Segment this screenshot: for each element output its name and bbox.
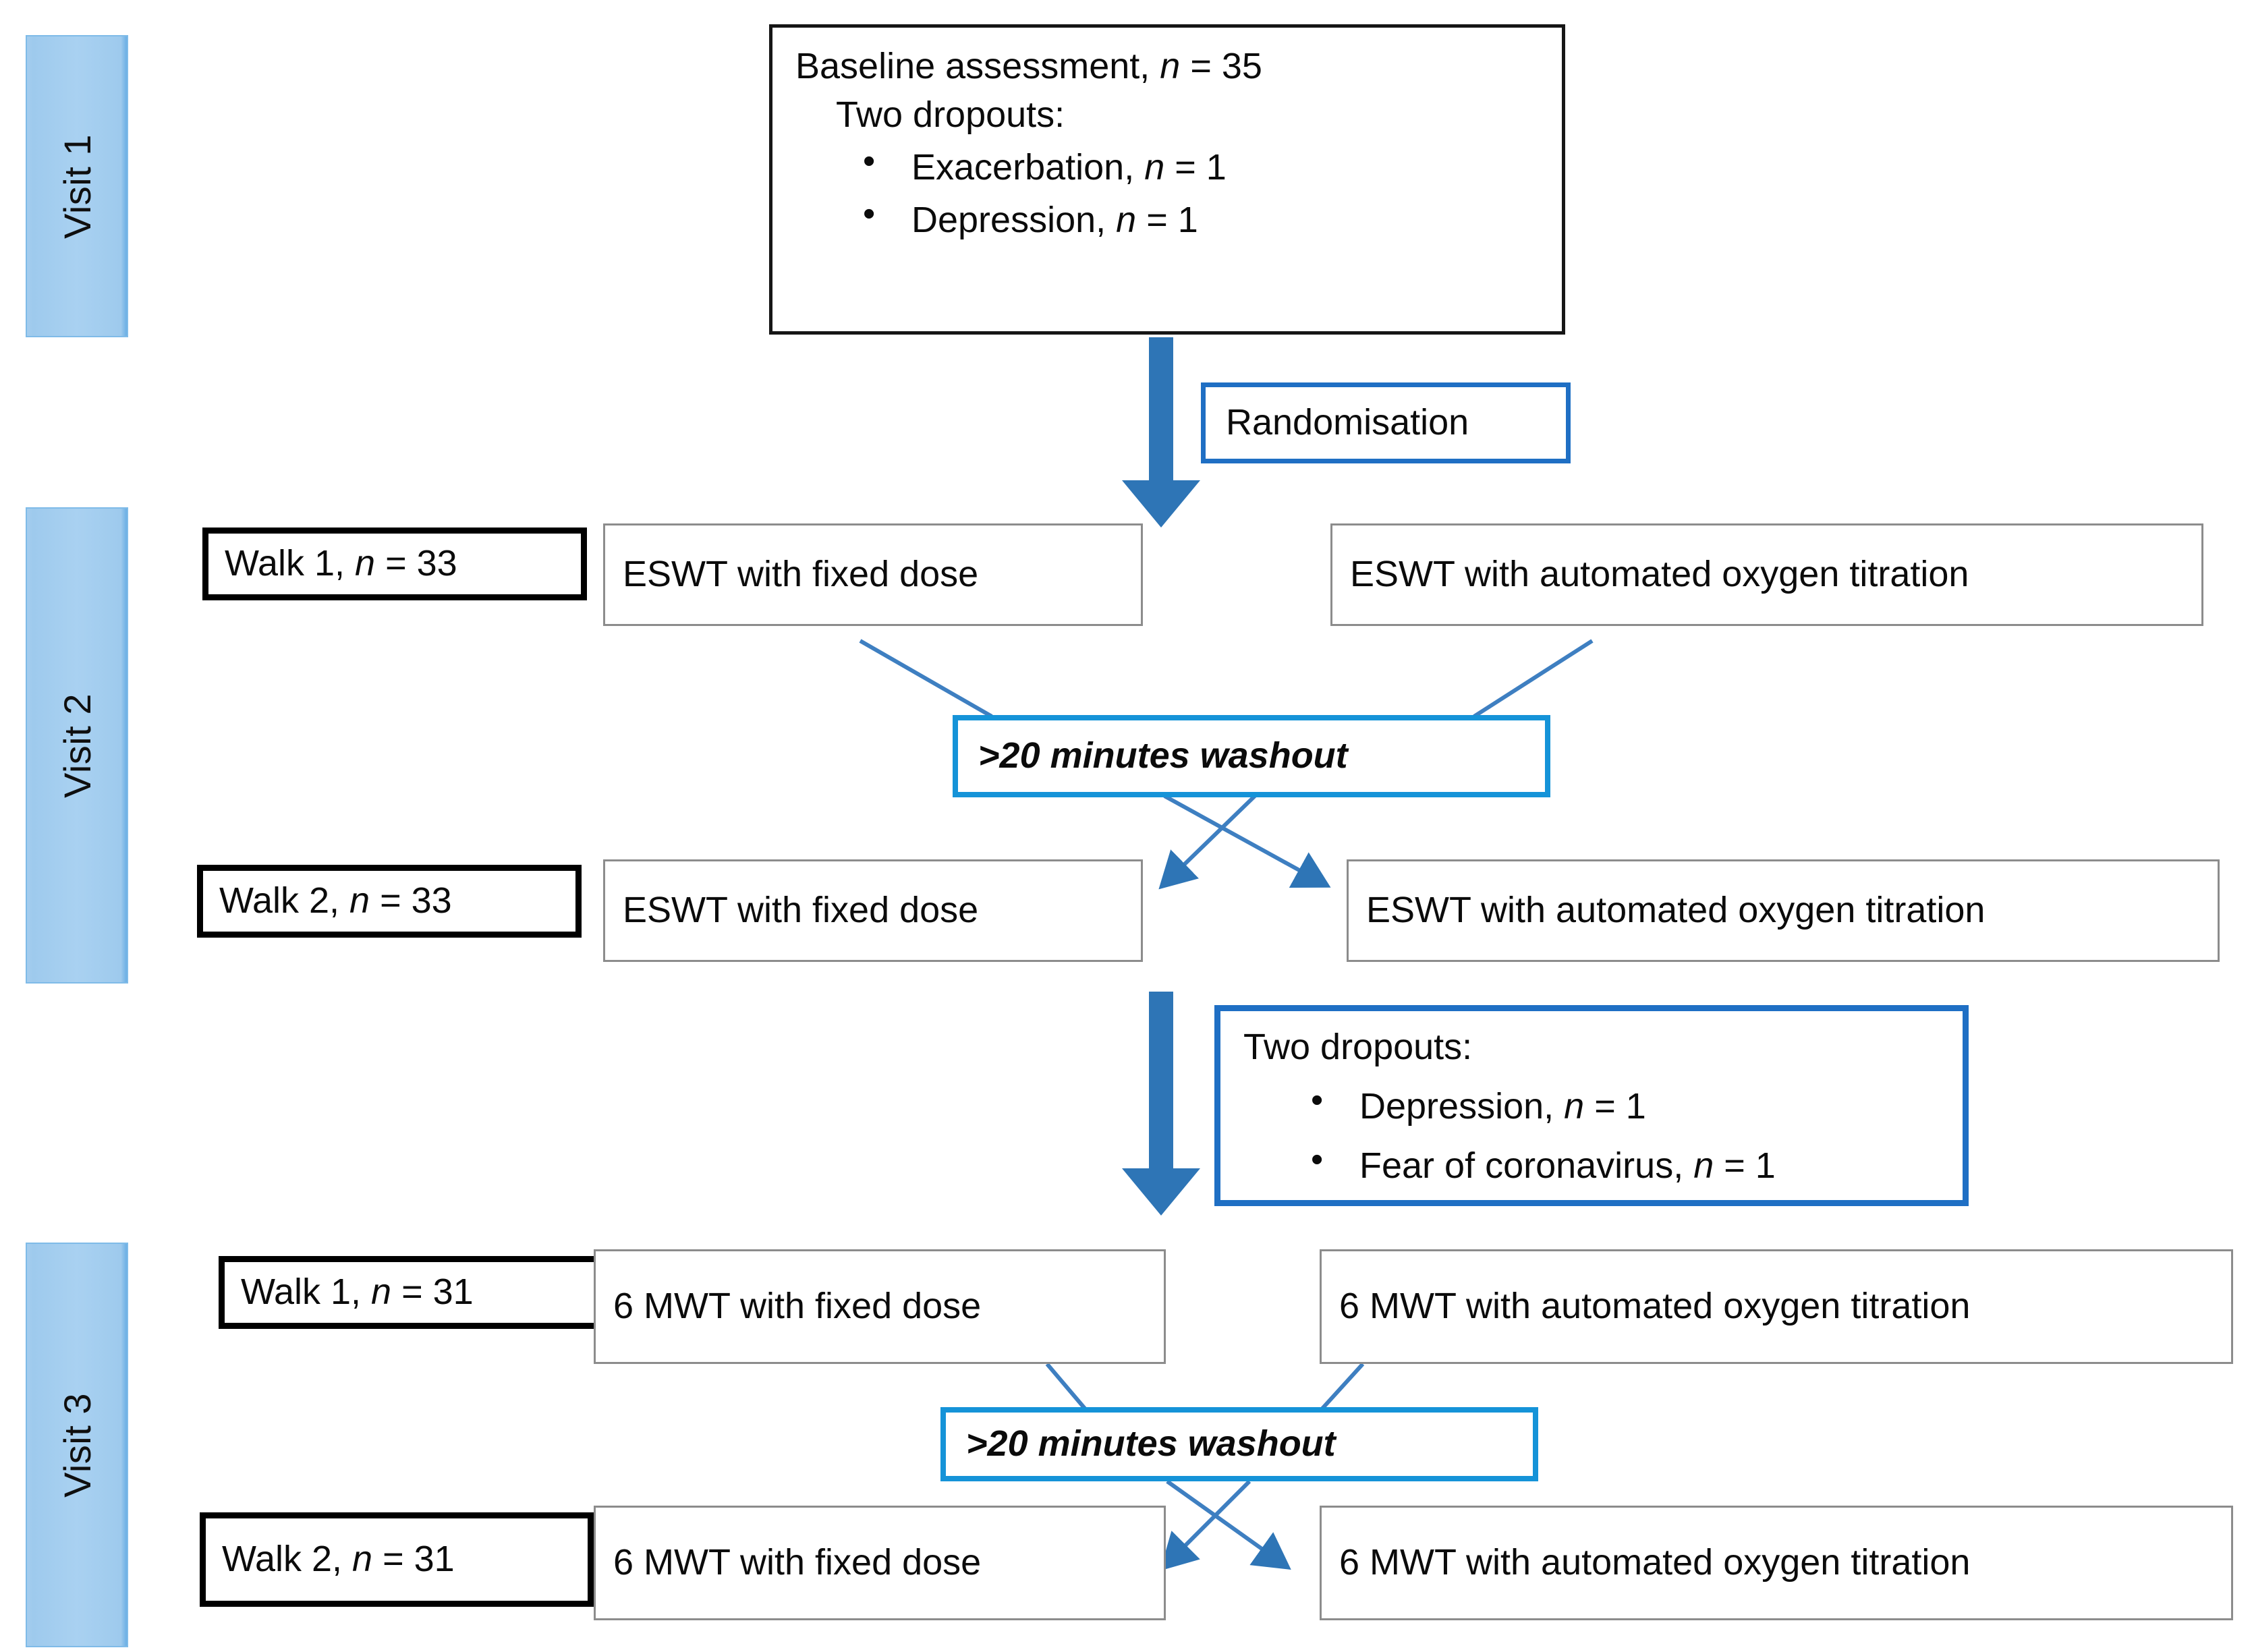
visit2-row1-left-label: ESWT with fixed dose — [623, 554, 979, 595]
sidebar-item-label: Visit 3 — [55, 1392, 98, 1498]
list-item: Exacerbation, n = 1 — [863, 144, 1539, 188]
baseline-heading: Baseline assessment, n = 35 — [795, 46, 1262, 86]
italic-n: n — [1160, 46, 1181, 86]
visit2-walk1-label: Walk 1, n = 33 — [225, 543, 457, 584]
visit3-row2-left-box: 6 MWT with fixed dose — [594, 1506, 1166, 1620]
visit2-row2-right-box: ESWT with automated oxygen titration — [1347, 859, 2220, 962]
visit3-row1-right-label: 6 MWT with automated oxygen titration — [1339, 1286, 1971, 1327]
visit2-washout-box: >20 minutes washout — [953, 715, 1550, 797]
sidebar-item-label: Visit 2 — [55, 693, 98, 798]
randomisation-label: Randomisation — [1226, 402, 1469, 443]
visit2-row2-left-box: ESWT with fixed dose — [603, 859, 1143, 962]
list-item: Depression, n = 1 — [863, 196, 1539, 241]
visit2-walk1-box: Walk 1, n = 33 — [202, 528, 587, 600]
visit2-row1-right-label: ESWT with automated oxygen titration — [1350, 554, 1969, 595]
arrow-visit2-to-visit3 — [1122, 992, 1200, 1216]
baseline-subheading: Two dropouts: — [836, 94, 1065, 135]
italic-n: n — [371, 1272, 392, 1313]
italic-n: n — [352, 1539, 373, 1580]
italic-n: n — [349, 880, 370, 921]
visit2-row2-left-label: ESWT with fixed dose — [623, 890, 979, 931]
baseline-assessment-box: Baseline assessment, n = 35 Two dropouts… — [769, 24, 1565, 335]
visit3-row2-left-label: 6 MWT with fixed dose — [613, 1542, 982, 1583]
visit2-walk2-box: Walk 2, n = 33 — [197, 865, 582, 938]
italic-n: n — [1144, 147, 1165, 188]
arrow-baseline-to-visit2 — [1122, 337, 1200, 528]
dropouts2-heading: Two dropouts: — [1243, 1027, 1473, 1067]
randomisation-box: Randomisation — [1201, 382, 1571, 463]
visit2-row1-left-box: ESWT with fixed dose — [603, 523, 1143, 626]
dropouts2-list: Depression, n = 1 Fear of coronavirus, n… — [1243, 1083, 1940, 1187]
italic-n: n — [1693, 1145, 1714, 1186]
visit2-dropouts-box: Two dropouts: Depression, n = 1 Fear of … — [1214, 1005, 1969, 1206]
visit3-walk1-box: Walk 1, n = 31 — [219, 1256, 603, 1329]
visit2-row1-right-box: ESWT with automated oxygen titration — [1330, 523, 2203, 626]
visit3-row1-right-box: 6 MWT with automated oxygen titration — [1320, 1249, 2233, 1364]
sidebar-item-label: Visit 1 — [55, 134, 98, 239]
visit2-washout-label: >20 minutes washout — [978, 735, 1348, 776]
visit3-row2-right-box: 6 MWT with automated oxygen titration — [1320, 1506, 2233, 1620]
edges-washout-to-visit3-row2 — [1160, 1479, 1291, 1571]
visit2-row2-right-label: ESWT with automated oxygen titration — [1366, 890, 1986, 931]
edges-visit3-into-washout — [1045, 1362, 1365, 1411]
sidebar-item-visit-1[interactable]: Visit 1 — [26, 35, 128, 337]
visit3-row1-left-box: 6 MWT with fixed dose — [594, 1249, 1166, 1364]
visit3-walk2-label: Walk 2, n = 31 — [222, 1539, 455, 1580]
visit3-walk2-box: Walk 2, n = 31 — [200, 1512, 594, 1607]
visit3-row2-right-label: 6 MWT with automated oxygen titration — [1339, 1542, 1971, 1583]
visit3-washout-label: >20 minutes washout — [966, 1423, 1336, 1464]
edges-washout-to-visit2-row2 — [1158, 794, 1331, 890]
list-item: Depression, n = 1 — [1311, 1083, 1940, 1127]
sidebar-item-visit-3[interactable]: Visit 3 — [26, 1243, 128, 1647]
list-item: Fear of coronavirus, n = 1 — [1311, 1142, 1940, 1187]
edges-visit2-into-washout — [859, 639, 1594, 718]
italic-n: n — [1564, 1086, 1585, 1127]
visit3-washout-box: >20 minutes washout — [940, 1407, 1538, 1481]
visit3-walk1-label: Walk 1, n = 31 — [241, 1272, 474, 1313]
italic-n: n — [355, 543, 376, 584]
baseline-dropout-list: Exacerbation, n = 1 Depression, n = 1 — [795, 144, 1539, 241]
visit3-row1-left-label: 6 MWT with fixed dose — [613, 1286, 982, 1327]
italic-n: n — [1116, 200, 1137, 240]
sidebar-item-visit-2[interactable]: Visit 2 — [26, 507, 128, 984]
visit2-walk2-label: Walk 2, n = 33 — [219, 880, 452, 921]
